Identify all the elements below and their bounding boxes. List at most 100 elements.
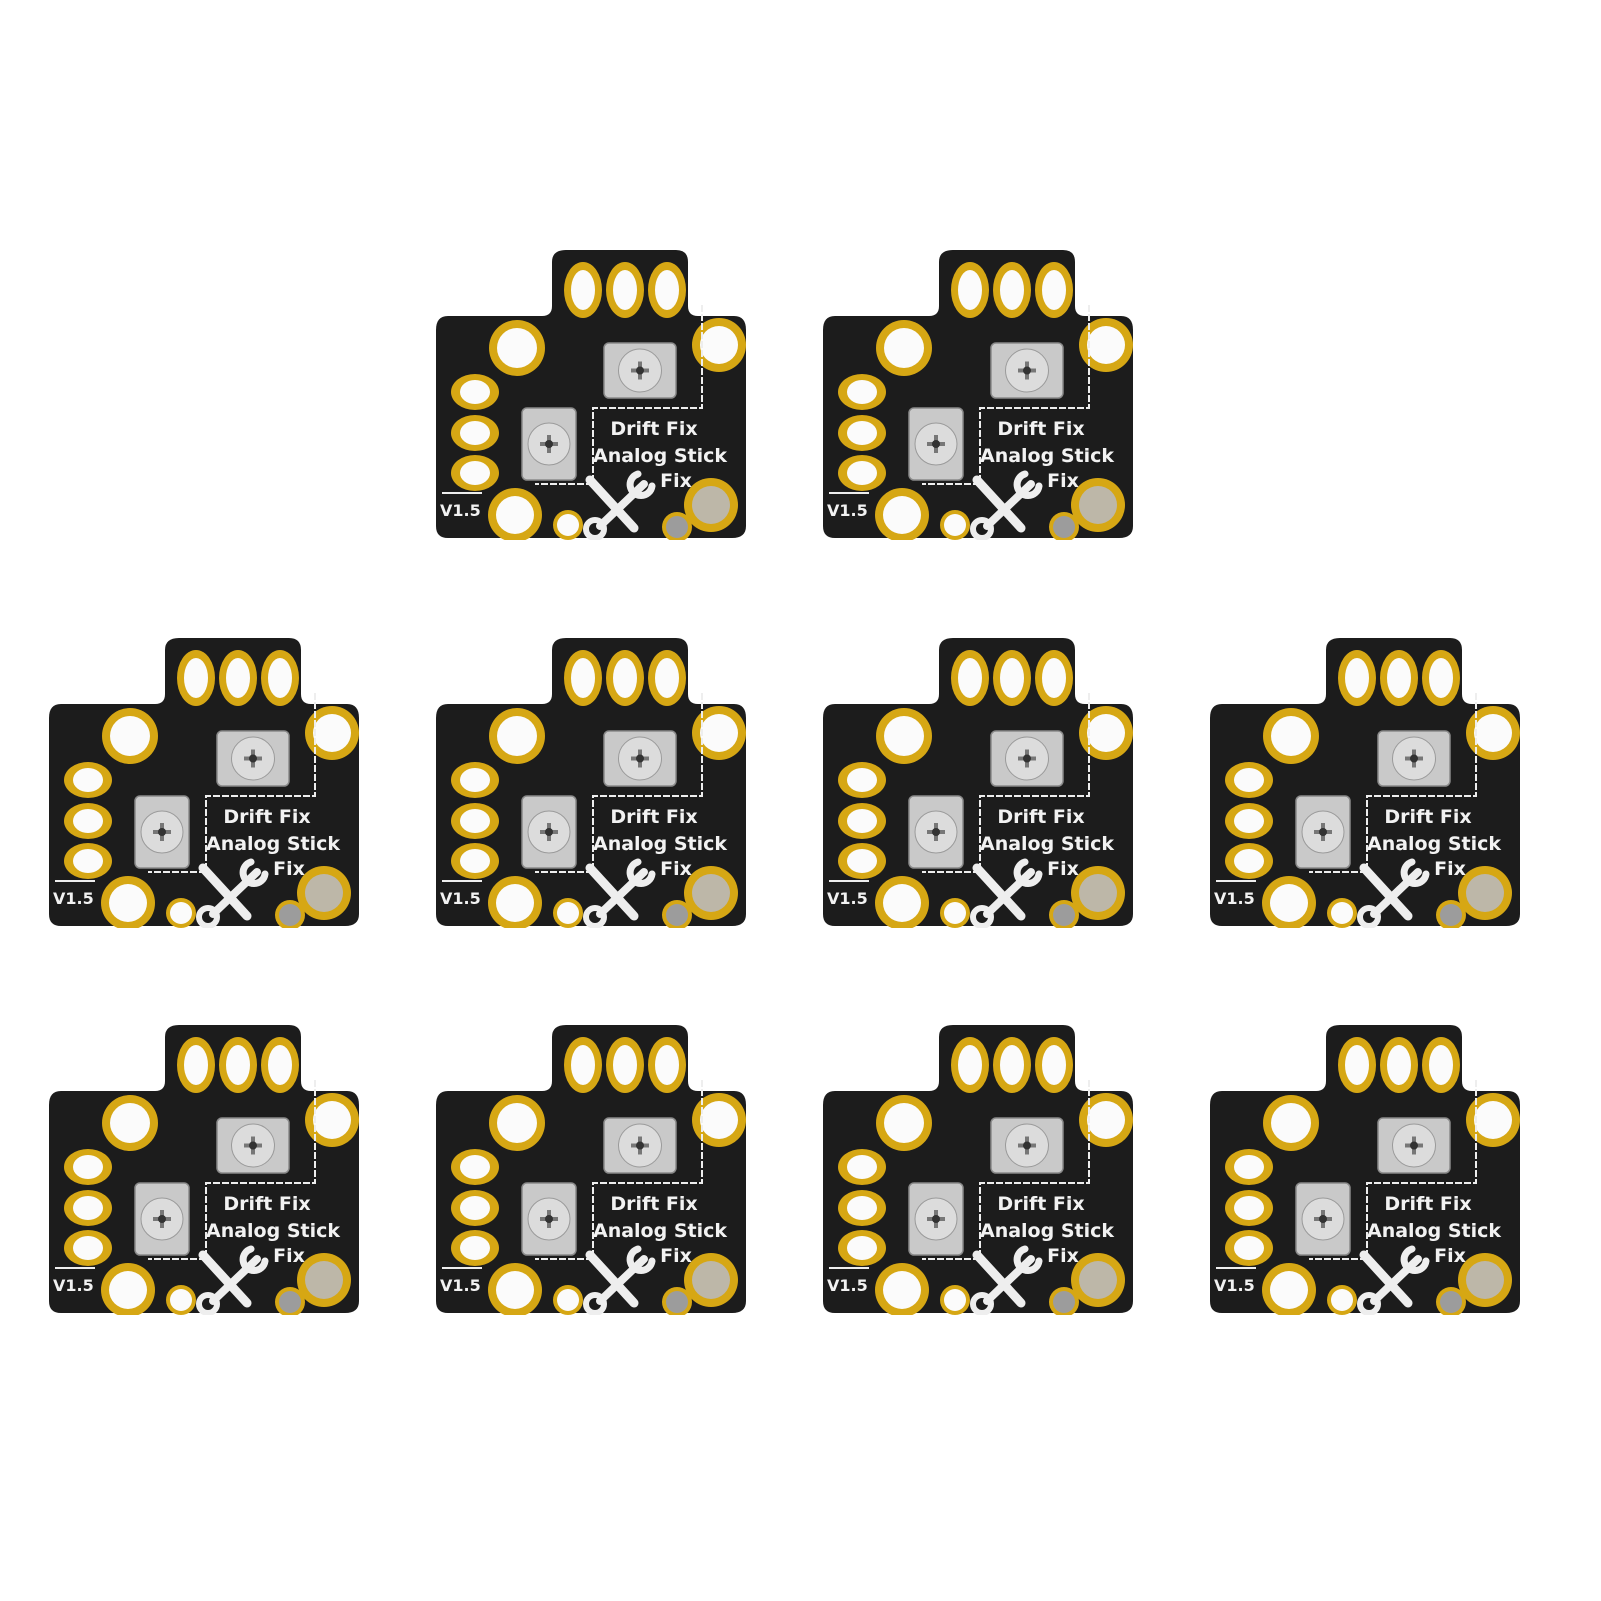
mounting-holes	[101, 706, 359, 928]
trim-potentiometer	[908, 407, 964, 481]
title-label: Drift Fix	[610, 806, 697, 828]
pcb-board: Drift Fix Analog Stick Fix V1.5	[432, 1023, 748, 1315]
version-label: V1.5	[1214, 1276, 1255, 1295]
pcb-board: Drift Fix Analog Stick Fix V1.5	[45, 636, 361, 928]
pcb-board: Drift Fix Analog Stick Fix V1.5	[1206, 1023, 1522, 1315]
pcb-board: Drift Fix Analog Stick Fix V1.5	[432, 636, 748, 928]
header-pads	[564, 262, 686, 318]
trim-potentiometer	[1377, 730, 1451, 787]
version-label: V1.5	[1214, 889, 1255, 908]
small-pads	[1327, 1285, 1466, 1315]
version-label: V1.5	[827, 1276, 868, 1295]
trim-potentiometer	[908, 1182, 964, 1256]
mounting-holes	[488, 1093, 746, 1315]
version-label: V1.5	[53, 1276, 94, 1295]
trim-potentiometer	[908, 795, 964, 869]
subtitle-label: Analog Stick	[980, 833, 1114, 855]
trim-potentiometer	[216, 730, 290, 787]
fix-label: Fix	[273, 1245, 305, 1267]
fix-label: Fix	[1047, 470, 1079, 492]
mounting-holes	[875, 318, 1133, 540]
side-pads	[451, 374, 499, 491]
side-pads	[451, 1149, 499, 1266]
version-label: V1.5	[827, 889, 868, 908]
header-pads	[951, 650, 1073, 706]
trim-potentiometer	[216, 1117, 290, 1174]
version-label: V1.5	[440, 889, 481, 908]
title-label: Drift Fix	[997, 418, 1084, 440]
small-pads	[940, 1285, 1079, 1315]
mounting-holes	[488, 318, 746, 540]
fix-label: Fix	[660, 1245, 692, 1267]
small-pads	[553, 510, 692, 540]
side-pads	[451, 762, 499, 879]
mounting-holes	[101, 1093, 359, 1315]
title-label: Drift Fix	[223, 1193, 310, 1215]
side-pads	[838, 1149, 886, 1266]
pcb-board: Drift Fix Analog Stick Fix V1.5	[819, 636, 1135, 928]
trim-potentiometer	[134, 795, 190, 869]
subtitle-label: Analog Stick	[980, 445, 1114, 467]
title-label: Drift Fix	[610, 418, 697, 440]
trim-potentiometer	[1377, 1117, 1451, 1174]
wrench-screwdriver-icon	[970, 858, 1043, 928]
pcb-board: Drift Fix Analog Stick Fix V1.5	[1206, 636, 1522, 928]
header-pads	[177, 1037, 299, 1093]
pcb-board: Drift Fix Analog Stick Fix V1.5	[432, 248, 748, 540]
header-pads	[951, 1037, 1073, 1093]
wrench-screwdriver-icon	[196, 1245, 269, 1315]
trim-potentiometer	[1295, 795, 1351, 869]
header-pads	[564, 1037, 686, 1093]
small-pads	[166, 898, 305, 928]
small-pads	[553, 1285, 692, 1315]
fix-label: Fix	[1434, 858, 1466, 880]
small-pads	[1327, 898, 1466, 928]
trim-potentiometer	[603, 1117, 677, 1174]
mounting-holes	[488, 706, 746, 928]
subtitle-label: Analog Stick	[980, 1220, 1114, 1242]
wrench-screwdriver-icon	[1357, 1245, 1430, 1315]
wrench-screwdriver-icon	[1357, 858, 1430, 928]
fix-label: Fix	[1047, 858, 1079, 880]
pcb-board: Drift Fix Analog Stick Fix V1.5	[819, 248, 1135, 540]
trim-potentiometer	[603, 730, 677, 787]
wrench-screwdriver-icon	[583, 1245, 656, 1315]
version-label: V1.5	[827, 501, 868, 520]
header-pads	[564, 650, 686, 706]
title-label: Drift Fix	[997, 1193, 1084, 1215]
trim-potentiometer	[990, 342, 1064, 399]
title-label: Drift Fix	[1384, 1193, 1471, 1215]
fix-label: Fix	[1434, 1245, 1466, 1267]
side-pads	[838, 374, 886, 491]
small-pads	[940, 898, 1079, 928]
trim-potentiometer	[521, 1182, 577, 1256]
header-pads	[951, 262, 1073, 318]
title-label: Drift Fix	[997, 806, 1084, 828]
subtitle-label: Analog Stick	[1367, 833, 1501, 855]
pcb-board: Drift Fix Analog Stick Fix V1.5	[819, 1023, 1135, 1315]
fix-label: Fix	[660, 858, 692, 880]
side-pads	[1225, 762, 1273, 879]
trim-potentiometer	[990, 1117, 1064, 1174]
wrench-screwdriver-icon	[583, 858, 656, 928]
fix-label: Fix	[273, 858, 305, 880]
mounting-holes	[1262, 1093, 1520, 1315]
side-pads	[838, 762, 886, 879]
title-label: Drift Fix	[1384, 806, 1471, 828]
side-pads	[64, 762, 112, 879]
fix-label: Fix	[660, 470, 692, 492]
small-pads	[940, 510, 1079, 540]
version-label: V1.5	[440, 501, 481, 520]
trim-potentiometer	[134, 1182, 190, 1256]
trim-potentiometer	[521, 795, 577, 869]
small-pads	[553, 898, 692, 928]
subtitle-label: Analog Stick	[593, 833, 727, 855]
subtitle-label: Analog Stick	[206, 833, 340, 855]
header-pads	[1338, 650, 1460, 706]
subtitle-label: Analog Stick	[1367, 1220, 1501, 1242]
subtitle-label: Analog Stick	[206, 1220, 340, 1242]
side-pads	[1225, 1149, 1273, 1266]
wrench-screwdriver-icon	[196, 858, 269, 928]
mounting-holes	[875, 706, 1133, 928]
header-pads	[1338, 1037, 1460, 1093]
